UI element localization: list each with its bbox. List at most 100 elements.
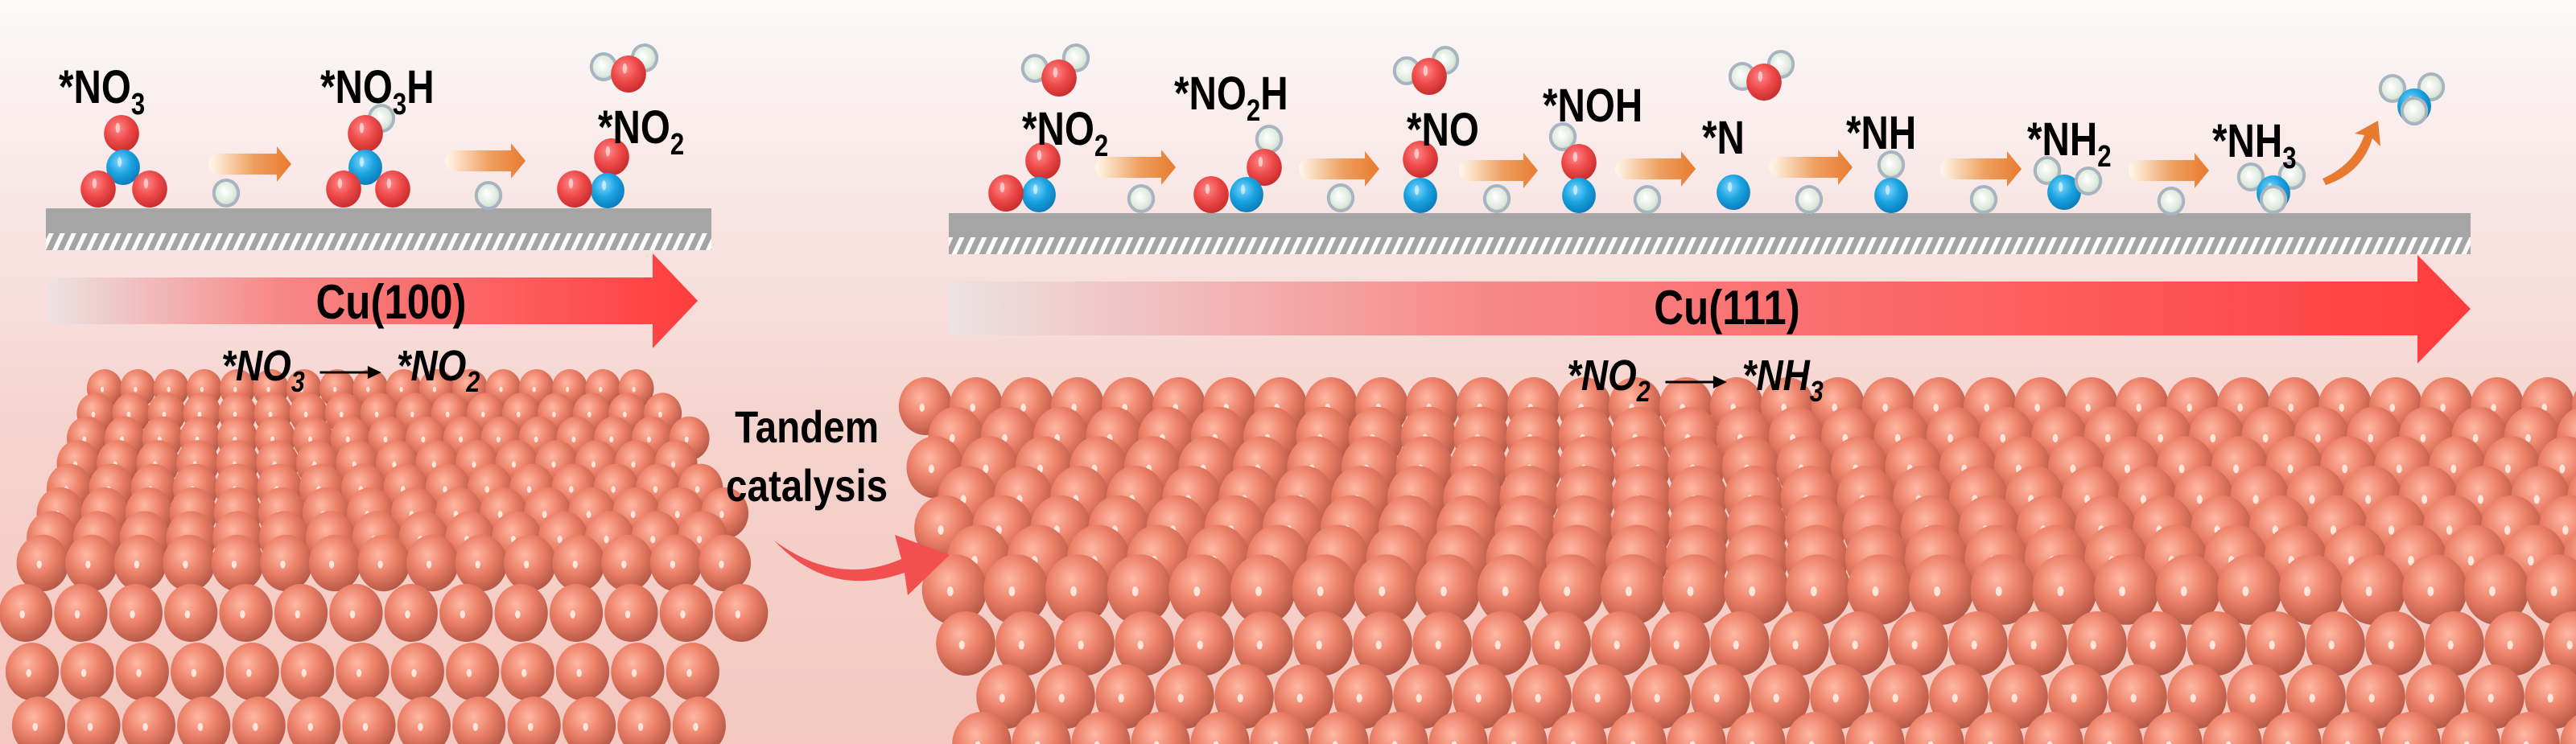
cu100-arrow (49, 253, 698, 348)
cu100-atom-highlight (197, 411, 202, 417)
cu111-atom (1512, 664, 1572, 729)
cu111-atom (1810, 664, 1869, 729)
nitrogen-atom-highlight (1572, 185, 1578, 195)
cu100-atom-highlight (466, 668, 472, 677)
cu100-atom-highlight (328, 560, 335, 569)
cu100-atom-highlight (472, 722, 479, 731)
cu111-atom (1453, 664, 1512, 729)
cu111-atom-highlight (1749, 586, 1756, 597)
cu111-atom (1909, 554, 1974, 625)
tandem-curved-arrow (774, 535, 950, 595)
cu111-atom (1929, 664, 1989, 729)
cu111-atom (2500, 712, 2560, 744)
cu100-atom-highlight (526, 486, 532, 493)
cu111-atom-highlight (946, 586, 954, 597)
cu100-atom-highlight (280, 560, 286, 569)
cu100-atom-highlight (345, 436, 350, 443)
cu111-atom-highlight (1947, 434, 1953, 443)
cu100-atom-highlight (569, 486, 574, 493)
cu100-atom-highlight (295, 610, 300, 619)
cu100-atom-highlight (653, 486, 658, 493)
cu100-atom-highlight (496, 436, 501, 443)
cu111-atom-highlight (1832, 403, 1837, 412)
step-arrow-icon (445, 143, 526, 179)
hydrogen-atom (1633, 185, 1662, 214)
cu100-atom-highlight (693, 722, 699, 731)
cu100-atom-highlight (571, 436, 576, 443)
cu100-atom-highlight (472, 461, 476, 468)
cu111-atom-highlight (1810, 586, 1817, 597)
cu111-atom (1631, 664, 1691, 729)
cu111-atom (1012, 712, 1071, 744)
cu111-atom (2346, 664, 2405, 729)
cu100-atom-highlight (599, 386, 603, 393)
cu111-atom-highlight (2523, 741, 2529, 744)
cu111-atom (1531, 611, 1591, 676)
cu111-atom (2108, 664, 2167, 729)
cu111-atom (1155, 664, 1214, 729)
cu111-atom-highlight (2440, 403, 2446, 412)
cu111-atom (1539, 554, 1604, 625)
cu111-atom-highlight (1625, 586, 1632, 597)
cu100-atom (617, 697, 671, 744)
cu111-atom-highlight (2124, 464, 2130, 474)
oxygen-atom (1041, 60, 1077, 97)
cu100-atom-highlight (301, 668, 307, 677)
step-arrow-icon (1299, 151, 1379, 187)
cu111-atom-highlight (2252, 495, 2259, 504)
cu111-atom-highlight (1071, 403, 1077, 412)
cu111-atom-highlight (1094, 741, 1100, 744)
cu111-atom (1234, 611, 1293, 676)
nitrogen-atom (1874, 178, 1908, 213)
cu111-atom-highlight (2070, 464, 2076, 474)
cu111-atom (1667, 712, 1726, 744)
cu100-atom-highlight (233, 386, 237, 393)
cu100-atom-highlight (576, 668, 582, 677)
cu111-atom (1472, 611, 1531, 676)
cu100-atom-highlight (432, 386, 437, 393)
cu100-atom-highlight (100, 386, 105, 393)
cu111-atom (1845, 712, 1905, 744)
cu111-atom-highlight (1494, 640, 1501, 650)
oxygen-atom-highlight (1423, 65, 1428, 76)
hydrogen-atom (2378, 74, 2407, 103)
cu111-atom-highlight (2090, 640, 2096, 650)
cu111-atom (1607, 712, 1667, 744)
cu111-atom-highlight (2446, 525, 2453, 535)
cu111-atom (1333, 664, 1393, 729)
cu100-atom-highlight (303, 411, 308, 417)
cu111-substrate-hatch (949, 237, 2471, 254)
cu111-atom-highlight (2477, 495, 2483, 504)
cu111-atom-highlight (1332, 741, 1338, 744)
cu111-atom-highlight (2463, 741, 2470, 744)
cu100-atom-highlight (134, 386, 138, 393)
cu111-atom-highlight (2330, 525, 2337, 535)
cu100-atom-highlight (475, 560, 480, 569)
cu111-atom-highlight (1316, 640, 1322, 650)
cu111-atom-highlight (1177, 693, 1184, 703)
cu111-atom (2155, 554, 2221, 625)
cu100-atom (286, 697, 341, 744)
cu100-atom (60, 643, 114, 701)
cu100-atom (494, 584, 548, 642)
cu111-atom-highlight (2428, 693, 2434, 703)
cu100-atom-highlight (411, 668, 417, 677)
cu111-atom (1045, 554, 1111, 625)
step-arrow-icon (1615, 151, 1696, 187)
cu111-atom-highlight (1440, 586, 1447, 597)
cu111-atom-highlight (1911, 640, 1918, 650)
cu100-atom (562, 697, 616, 744)
cu100-atom-highlight (572, 560, 578, 569)
hydrogen-atom-highlight (484, 187, 488, 195)
cu111-atom-highlight (2104, 434, 2111, 443)
cu111-atom-highlight (1379, 586, 1386, 597)
cu100-atom-highlight (630, 511, 636, 519)
cu111-atom (2187, 611, 2246, 676)
nitrogen-atom-highlight (117, 157, 122, 167)
cu111-atom-highlight (2309, 693, 2315, 703)
cu111-atom-highlight (2178, 464, 2185, 474)
cu111-atom-highlight (2287, 464, 2294, 474)
cu100-atom-highlight (624, 610, 631, 619)
step-arrow-icon (1459, 153, 1538, 188)
cu111-atom-highlight (2527, 556, 2534, 566)
